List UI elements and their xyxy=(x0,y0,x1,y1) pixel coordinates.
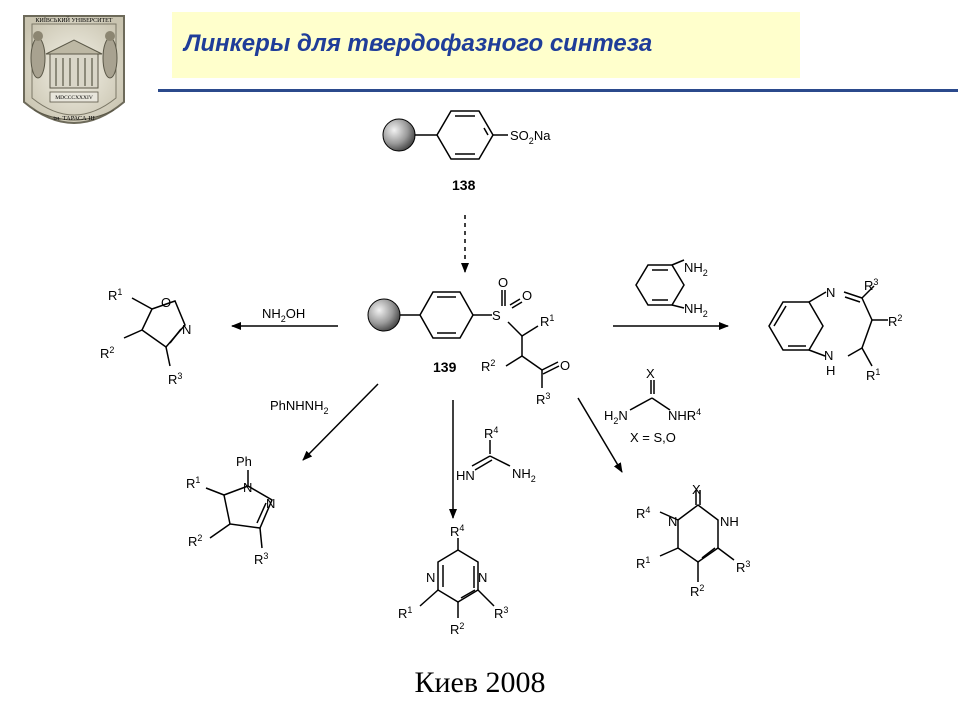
reagent-phnhnh2: PhNHNH2 xyxy=(270,398,328,416)
svg-text:S: S xyxy=(492,308,501,323)
svg-text:NH2: NH2 xyxy=(684,260,708,278)
svg-text:X: X xyxy=(692,482,701,497)
dihydropyrimidine-structure xyxy=(659,490,735,582)
compound-138-structure xyxy=(382,110,508,160)
svg-text:R1: R1 xyxy=(108,287,122,303)
svg-text:NH2: NH2 xyxy=(684,301,708,319)
svg-text:N: N xyxy=(426,570,435,585)
svg-text:R3: R3 xyxy=(254,551,268,567)
condition-x: X = S,O xyxy=(630,430,676,445)
svg-text:R3: R3 xyxy=(736,559,750,575)
svg-text:R2: R2 xyxy=(690,583,704,599)
arrow-to-dihydropyrimidine xyxy=(577,397,623,473)
svg-text:NH: NH xyxy=(720,514,739,529)
isoxazoline-structure xyxy=(123,297,186,367)
svg-text:R1: R1 xyxy=(636,555,650,571)
svg-text:X: X xyxy=(646,366,655,381)
logo-top-text: КИЇВСЬКИЙ УНІВЕРСИТЕТ xyxy=(36,16,113,24)
svg-text:NH2: NH2 xyxy=(512,466,536,484)
svg-text:O: O xyxy=(522,288,532,303)
svg-text:R1: R1 xyxy=(540,313,554,329)
amidine-reagent-structure xyxy=(471,440,511,471)
svg-text:R2: R2 xyxy=(100,345,114,361)
title-box xyxy=(172,12,800,78)
svg-text:R2: R2 xyxy=(481,358,495,374)
svg-text:NHR4: NHR4 xyxy=(668,407,701,423)
svg-text:N: N xyxy=(824,348,833,363)
university-seal-logo: КИЇВСЬКИЙ УНІВЕРСИТЕТ MDCCCXXXIV ім. ТАР… xyxy=(23,15,125,124)
svg-text:R1: R1 xyxy=(186,475,200,491)
svg-text:H2N: H2N xyxy=(604,408,628,426)
svg-text:N: N xyxy=(243,480,252,495)
svg-text:O: O xyxy=(161,295,171,310)
urea-reagent-structure xyxy=(629,380,671,411)
svg-text:N: N xyxy=(826,285,835,300)
reagent-nh2oh: NH2OH xyxy=(262,306,305,324)
svg-text:O: O xyxy=(498,275,508,290)
svg-text:R2: R2 xyxy=(188,533,202,549)
label-so2na: SO2Na xyxy=(510,128,551,146)
slide-title: Линкеры для твердофазного синтеза xyxy=(184,30,653,57)
slide-footer: Киев 2008 xyxy=(414,666,546,699)
compound-138-label: 138 xyxy=(452,177,476,193)
compound-139-structure xyxy=(367,290,560,388)
svg-text:R3: R3 xyxy=(494,605,508,621)
diamine-reagent-structure xyxy=(635,259,685,309)
pyrimidine-structure xyxy=(419,538,495,618)
svg-text:R1: R1 xyxy=(866,367,880,383)
svg-text:R4: R4 xyxy=(636,505,650,521)
svg-text:R3: R3 xyxy=(864,277,878,293)
svg-text:R4: R4 xyxy=(450,523,464,539)
svg-text:R4: R4 xyxy=(484,425,498,441)
svg-text:R2: R2 xyxy=(888,313,902,329)
svg-text:N: N xyxy=(478,570,487,585)
svg-text:R1: R1 xyxy=(398,605,412,621)
svg-text:R3: R3 xyxy=(168,371,182,387)
svg-text:N: N xyxy=(668,514,677,529)
svg-text:R2: R2 xyxy=(450,621,464,637)
pyrazoline-structure xyxy=(205,470,273,549)
svg-text:R3: R3 xyxy=(536,391,550,407)
logo-bottom-text: ім. ТАРАСА Ш xyxy=(53,115,95,122)
svg-text:HN: HN xyxy=(456,468,475,483)
compound-139-label: 139 xyxy=(433,359,457,375)
arrow-to-pyrazoline xyxy=(302,383,379,461)
svg-text:H: H xyxy=(826,363,835,378)
logo-year-text: MDCCCXXXIV xyxy=(55,95,93,101)
svg-text:N: N xyxy=(182,322,191,337)
benzodiazepine-structure xyxy=(768,285,888,367)
title-divider xyxy=(158,89,958,92)
svg-text:Ph: Ph xyxy=(236,454,252,469)
svg-text:N: N xyxy=(266,496,275,511)
svg-text:O: O xyxy=(560,358,570,373)
